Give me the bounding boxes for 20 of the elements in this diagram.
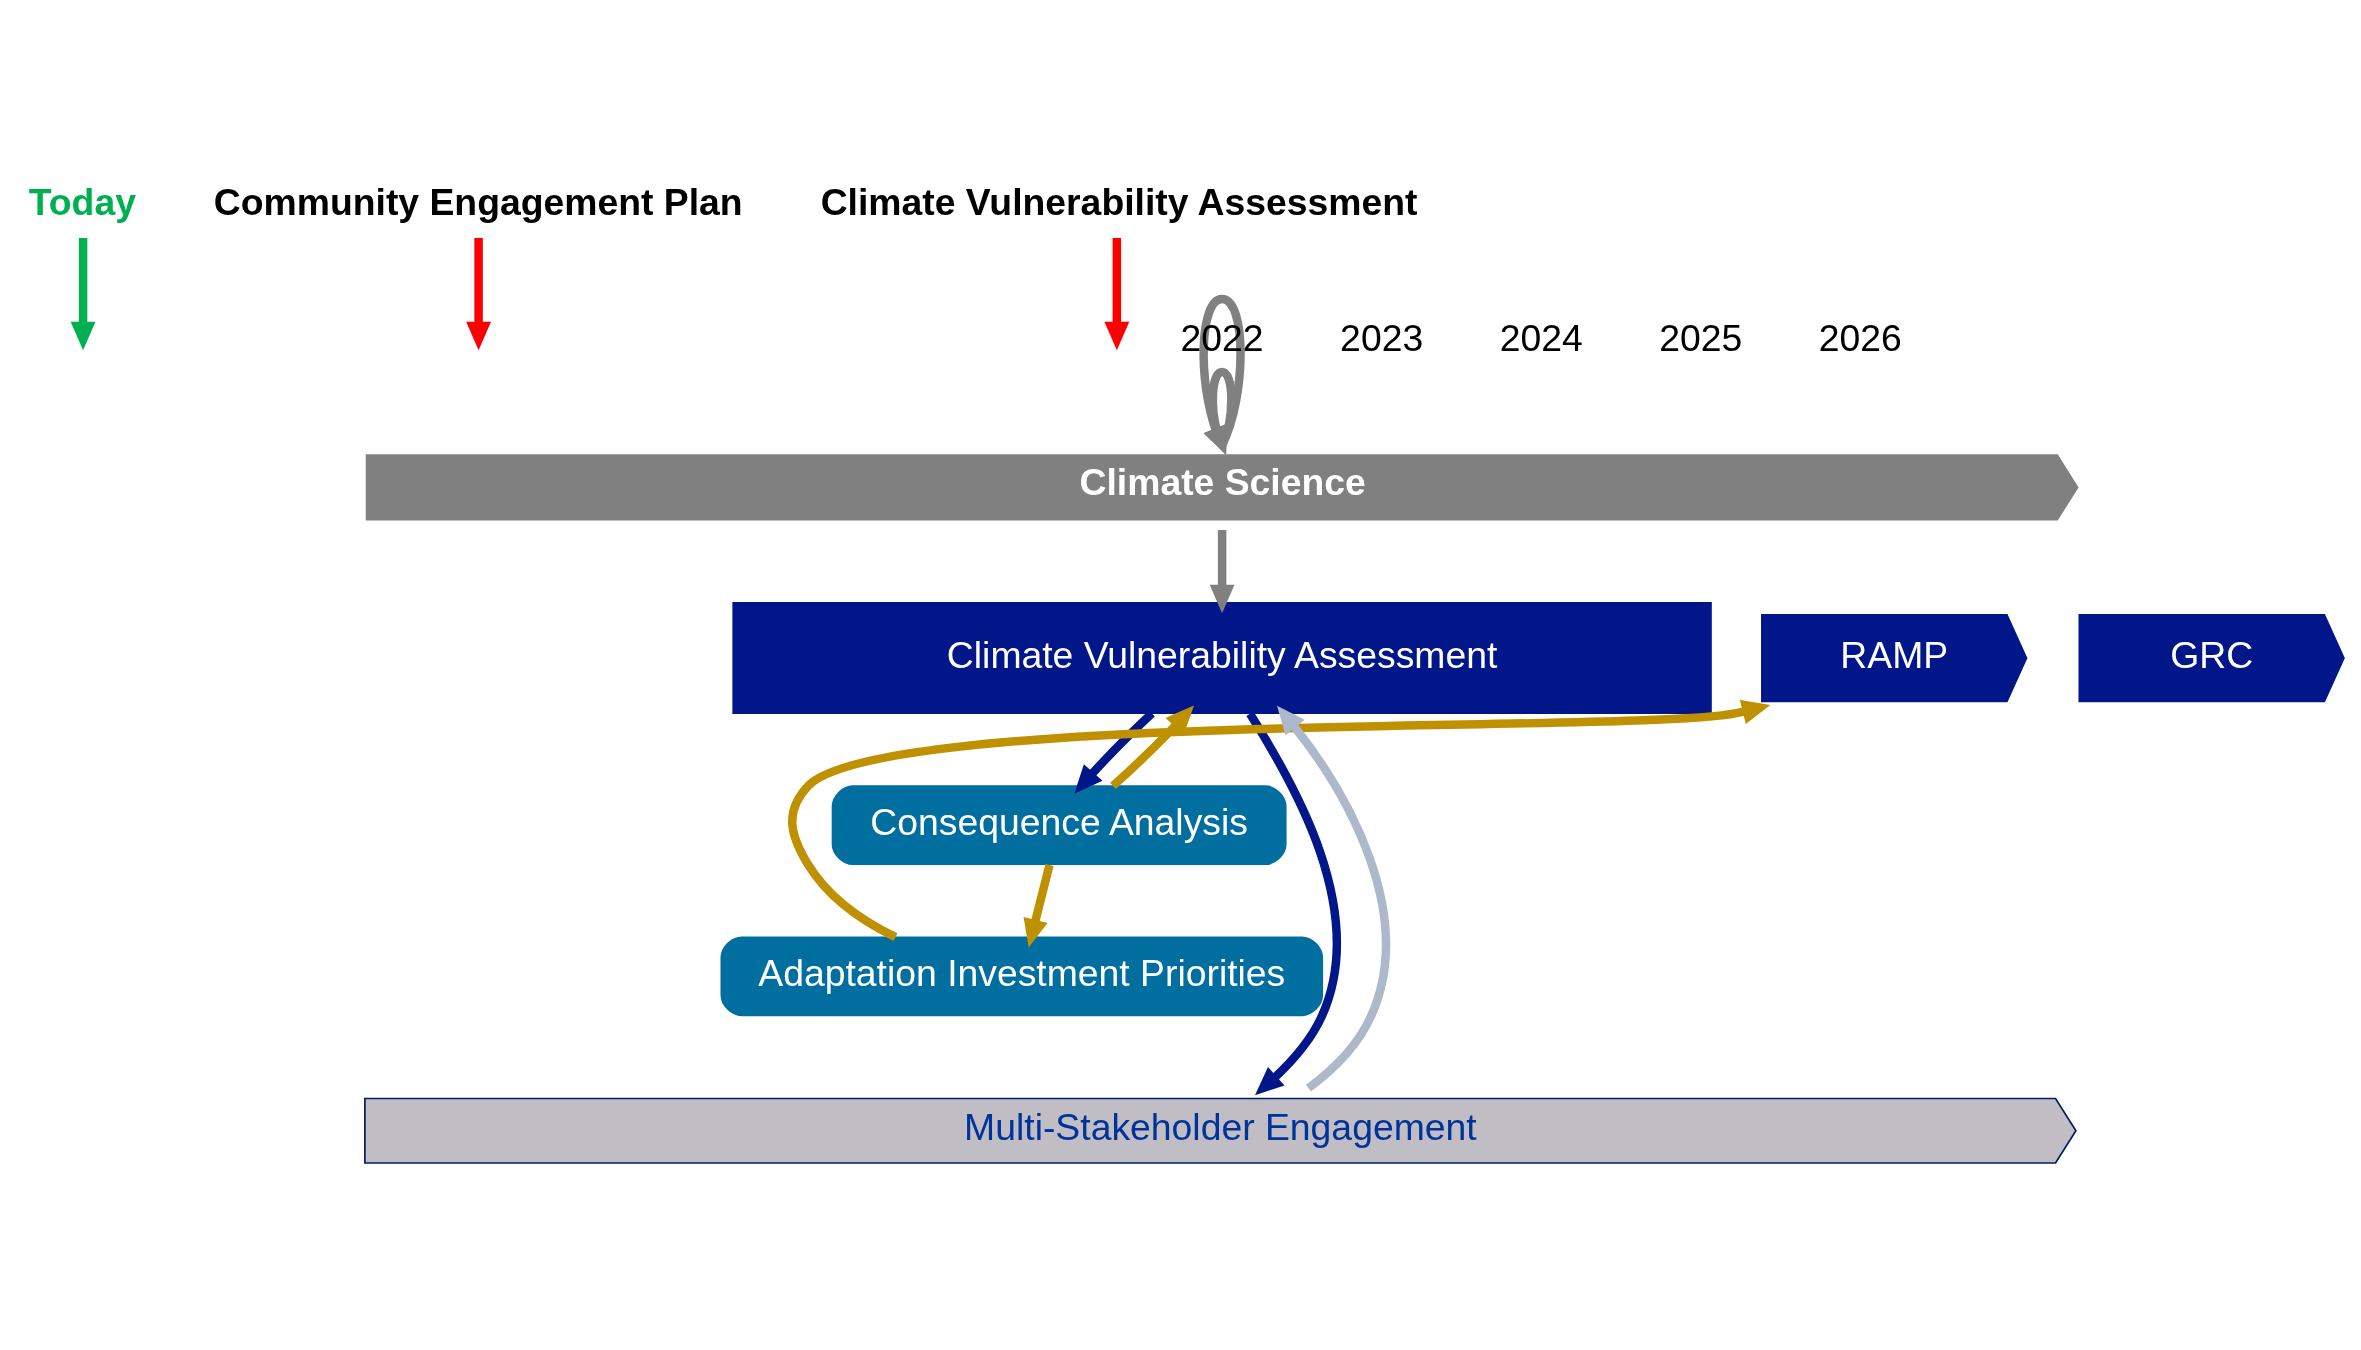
node-box: Adaptation Investment Priorities [720,936,1324,1017]
arrow [788,699,1771,941]
node-box: Consequence Analysis [831,785,1287,866]
arrow [1209,530,1235,614]
arrow [1246,711,1341,1096]
label: 2022 [1180,316,1264,359]
arrow [1110,705,1194,789]
label: 2025 [1659,316,1743,359]
node-text: Community Engagement Plan [213,181,743,224]
label: 2024 [1499,316,1583,359]
node-text: Today [28,181,136,224]
arrow [1104,238,1130,351]
arrow [70,238,96,351]
label: 2023 [1340,316,1424,359]
node-box: Climate Vulnerability Assessment [732,602,1712,715]
arrow [1023,863,1054,948]
arrow [466,238,492,351]
label: 2026 [1818,316,1902,359]
arrow [1277,705,1390,1092]
node-text: Climate Vulnerability Assessment [820,181,1418,224]
